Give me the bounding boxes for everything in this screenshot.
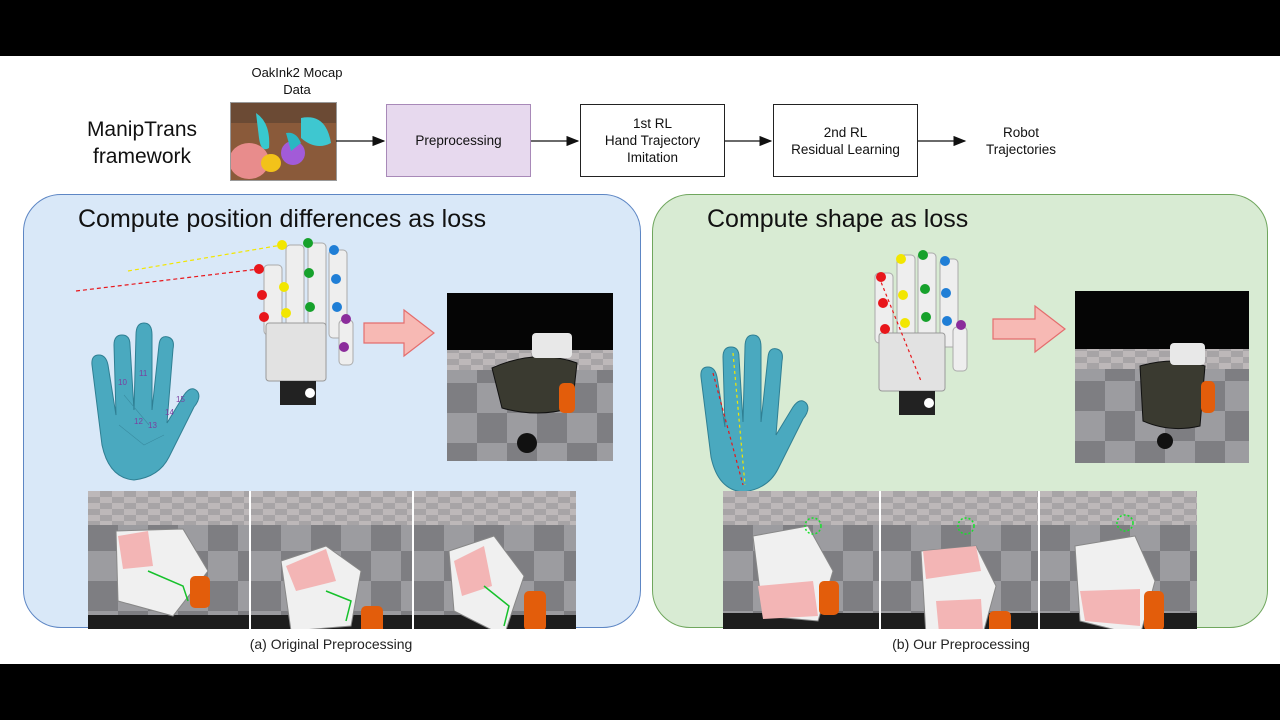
sim-view-b [1075,291,1249,463]
panel-a-illustration [75,238,613,629]
data-source-label: OakInk2 Mocap Data [251,65,343,97]
framework-title: ManipTrans framework [86,118,198,168]
panel-a-title: Compute position differences as loss [78,205,487,233]
human-hand-b [700,334,809,493]
keypoint-label-14: 14 [165,408,174,417]
robot-hand-b [874,250,968,415]
panel-b-illustration [700,250,1249,629]
pink-arrow-b [992,304,1066,354]
keypoint-label-13: 13 [148,421,157,430]
keypoint-label-10: 10 [118,378,127,387]
panel-original-preprocessing: Compute position differences as loss [23,194,641,629]
preprocessing-step: Preprocessing [386,104,531,177]
mocap-data-thumbnail [230,102,337,181]
human-hand-a [91,322,200,481]
slide: ManipTrans framework OakInk2 Mocap Data … [0,56,1280,664]
keypoint-label-15: 15 [176,395,185,404]
rollout-strip-a [88,491,576,629]
robot-hand-a [254,238,354,405]
keypoint-label-12: 12 [134,417,143,426]
panel-b-title: Compute shape as loss [707,205,969,233]
output-label: Robot Trajectories [985,125,1057,157]
second-rl-step: 2nd RL Residual Learning [773,104,918,177]
first-rl-step: 1st RL Hand Trajectory Imitation [580,104,725,177]
pink-arrow-a [363,308,435,358]
sim-view-a [447,293,613,461]
panel-our-preprocessing: Compute shape as loss [652,194,1268,629]
caption-original: (a) Original Preprocessing [249,636,413,652]
pipeline-arrows [336,135,967,147]
keypoint-label-11: 11 [139,369,148,378]
rollout-strip-b [723,491,1197,629]
caption-ours: (b) Our Preprocessing [892,636,1030,652]
